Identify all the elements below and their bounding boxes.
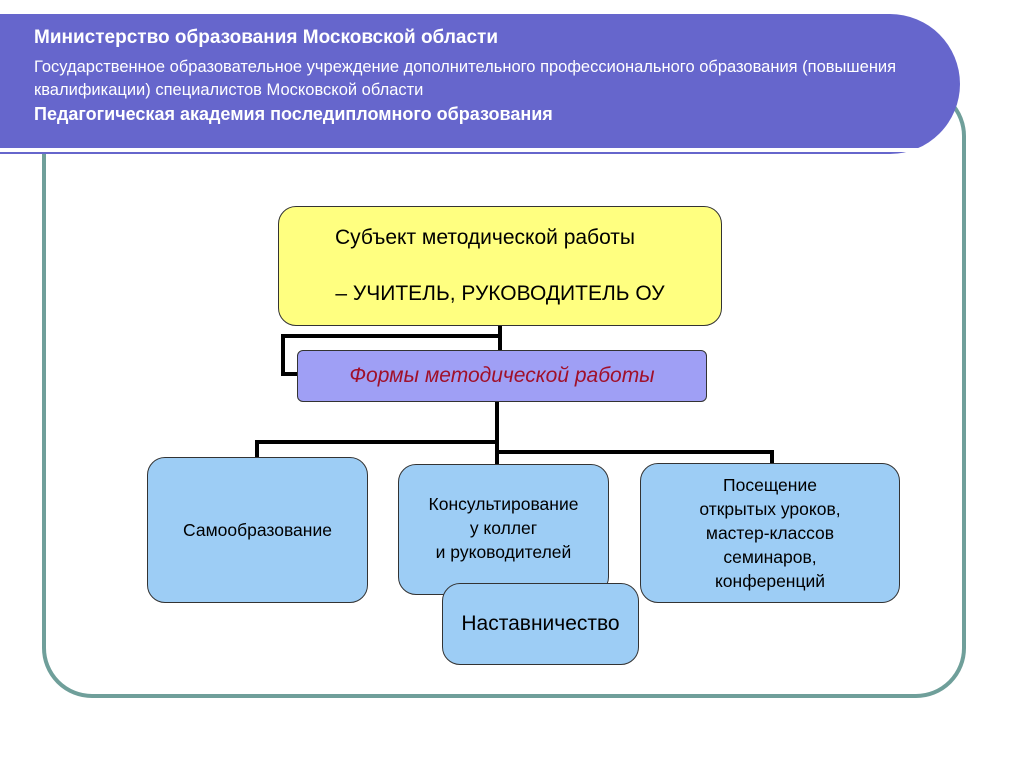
subject-title: Субъект методической работы [334, 226, 636, 249]
forms-box: Формы методической работы [297, 350, 707, 402]
consulting-line-2: у коллег [469, 518, 538, 538]
visits-box: Посещение открытых уроков, мастер-классо… [640, 463, 900, 603]
header-divider [0, 148, 935, 152]
visits-line-3: мастер-классов [705, 523, 835, 543]
connector-left-branch [255, 440, 497, 457]
ministry-title: Министерство образования Московской обла… [34, 27, 499, 48]
visits-line-1: Посещение [723, 475, 817, 495]
visits-line-2: открытых уроков, [699, 499, 841, 519]
header-banner [0, 14, 960, 154]
mentoring-label: Наставничество [461, 612, 620, 635]
consulting-box: Консультирование у коллег и руководителе… [398, 464, 609, 595]
institution-name: Государственное образовательное учрежден… [34, 58, 897, 99]
consulting-line-3: и руководителей [435, 542, 572, 562]
connector-right-branch [497, 450, 774, 463]
subject-box: Субъект методической работы – УЧИТЕЛЬ, Р… [278, 206, 722, 326]
academy-name: Педагогическая академия последипломного … [34, 104, 553, 124]
subject-role: – УЧИТЕЛЬ, РУКОВОДИТЕЛЬ ОУ [335, 282, 665, 305]
self-education-label: Самообразование [183, 520, 332, 540]
self-education-box: Самообразование [147, 457, 368, 603]
visits-line-5: конференций [714, 571, 826, 591]
visits-line-4: семинаров, [723, 547, 817, 567]
consulting-line-1: Консультирование [428, 494, 579, 514]
forms-label: Формы методической работы [349, 364, 655, 387]
mentoring-box: Наставничество [442, 583, 639, 665]
